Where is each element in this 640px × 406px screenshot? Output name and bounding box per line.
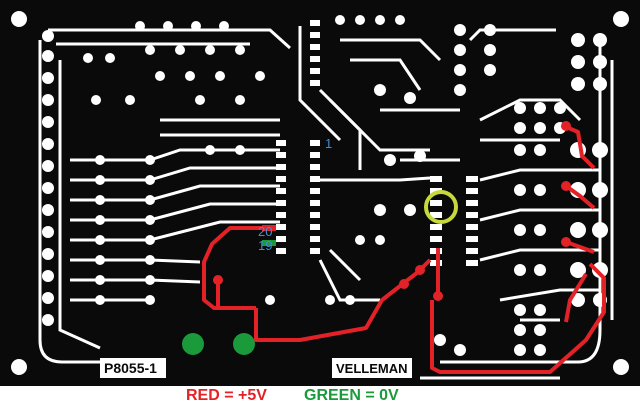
pcb-board: 1 20 19 P8055-1 VELLEMAN xyxy=(0,0,640,386)
legend: RED = +5V GREEN = 0V xyxy=(0,386,640,406)
right-block-pads xyxy=(434,33,608,356)
ground-pad-left xyxy=(182,333,204,355)
model-label: P8055-1 xyxy=(104,360,157,376)
right-block-traces xyxy=(479,98,600,322)
red-5v-pads xyxy=(213,121,571,301)
brand-label-box xyxy=(332,358,412,378)
green-0v-pads xyxy=(182,240,276,355)
pin-marker-1: 1 xyxy=(325,136,332,151)
legend-green-label: GREEN = 0V xyxy=(304,387,399,404)
pin-marker-19: 19 xyxy=(258,238,272,253)
ground-pin-marker xyxy=(262,240,276,246)
outer-traces xyxy=(38,28,614,380)
legend-red-label: RED = +5V xyxy=(186,387,267,404)
top-left-pads xyxy=(83,21,265,105)
transistor-row-pads xyxy=(95,145,275,305)
pin-marker-20: 20 xyxy=(258,224,272,239)
ground-pad-right xyxy=(233,333,255,355)
left-pad-column xyxy=(42,30,54,326)
brand-label: VELLEMAN xyxy=(336,361,408,376)
highlight-ring xyxy=(424,190,458,224)
model-label-box xyxy=(100,358,166,378)
center-pads xyxy=(325,15,496,305)
red-5v-traces xyxy=(202,124,606,374)
mounting-holes xyxy=(11,11,629,375)
ic-left-pads xyxy=(276,20,320,254)
center-traces xyxy=(298,26,460,302)
